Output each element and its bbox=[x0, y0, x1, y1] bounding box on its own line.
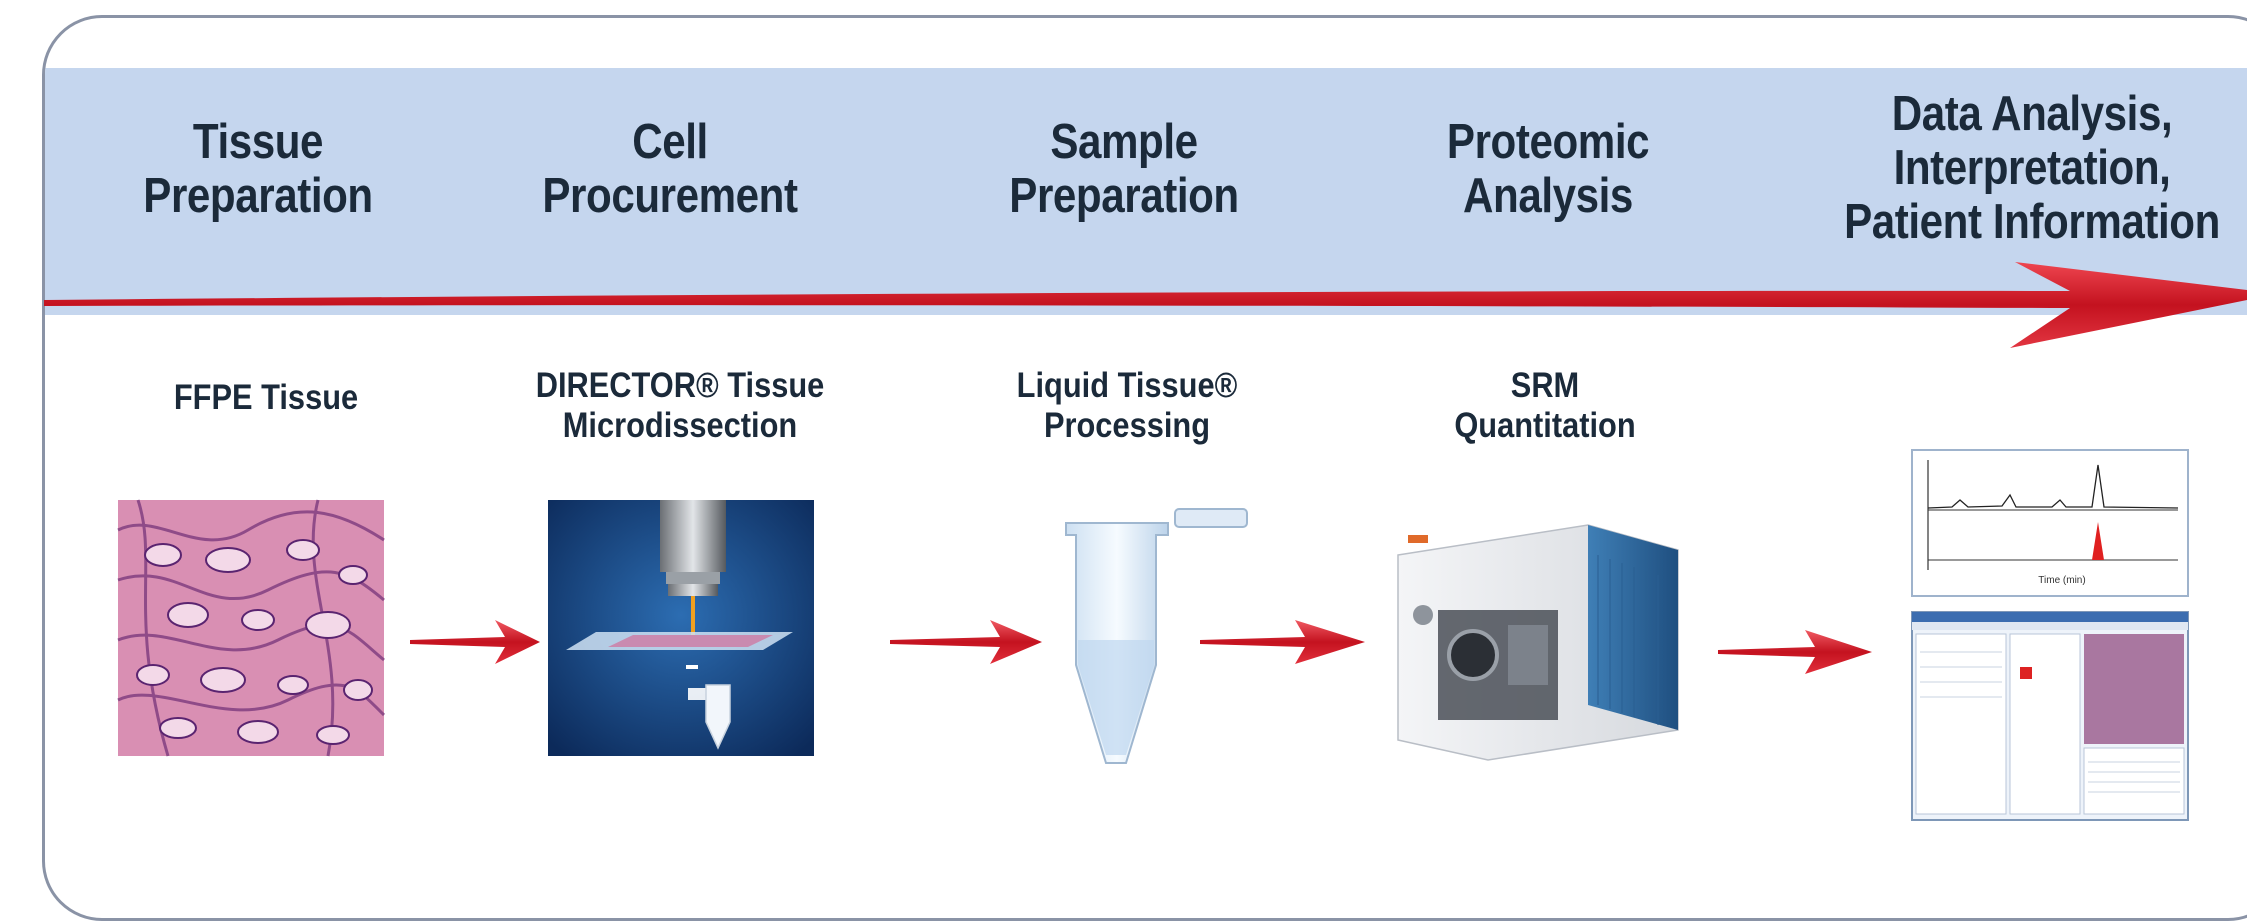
stage-line: Procurement bbox=[542, 169, 798, 223]
step-ffpe-tissue: FFPE Tissue bbox=[64, 378, 469, 418]
liquid-tissue-tube-image bbox=[1065, 508, 1248, 764]
stage-line: Analysis bbox=[1463, 169, 1633, 223]
chromatogram-panel: Time (min) bbox=[1911, 449, 2189, 597]
step-line: Liquid Tissue® bbox=[1016, 366, 1238, 405]
step-line: SRM bbox=[1510, 366, 1580, 405]
step-line: Microdissection bbox=[562, 406, 798, 445]
stage-proteomic-analysis: Proteomic Analysis bbox=[1367, 115, 1728, 223]
step-line: Quantitation bbox=[1454, 406, 1636, 445]
process-arrows bbox=[410, 620, 1872, 674]
software-screenshot-panel bbox=[1911, 611, 2189, 821]
stage-line: Tissue bbox=[192, 115, 324, 169]
stage-line: Preparation bbox=[1009, 169, 1239, 223]
stage-line: Patient Information bbox=[1844, 195, 2220, 249]
arrow-3 bbox=[1200, 620, 1365, 664]
chromatogram-xlabel: Time (min) bbox=[2038, 575, 2085, 586]
stage-header-band bbox=[45, 68, 2247, 315]
stage-line: Cell bbox=[632, 115, 708, 169]
arrow-4 bbox=[1718, 630, 1872, 674]
timeline-arrow bbox=[44, 262, 2247, 348]
stage-tissue-preparation: Tissue Preparation bbox=[77, 115, 438, 223]
mass-spectrometer-image bbox=[1397, 524, 1679, 761]
diagram-frame bbox=[42, 15, 2247, 921]
step-director-microdissection: DIRECTOR® Tissue Microdissection bbox=[478, 366, 883, 446]
stage-line: Data Analysis, bbox=[1891, 87, 2173, 141]
stage-sample-preparation: Sample Preparation bbox=[943, 115, 1304, 223]
step-line: Processing bbox=[1043, 406, 1211, 445]
step-line: FFPE Tissue bbox=[173, 378, 359, 417]
arrow-1 bbox=[410, 620, 540, 664]
stage-line: Preparation bbox=[143, 169, 373, 223]
ffpe-tissue-image bbox=[117, 499, 386, 757]
step-liquid-tissue-processing: Liquid Tissue® Processing bbox=[925, 366, 1330, 446]
stage-line: Interpretation, bbox=[1893, 141, 2171, 195]
stage-line: Proteomic bbox=[1446, 115, 1650, 169]
microdissection-image bbox=[548, 500, 814, 756]
stage-cell-procurement: Cell Procurement bbox=[489, 115, 850, 223]
stage-data-analysis: Data Analysis, Interpretation, Patient I… bbox=[1817, 87, 2247, 249]
arrow-2 bbox=[890, 620, 1042, 664]
stage-line: Sample bbox=[1050, 115, 1198, 169]
step-line: DIRECTOR® Tissue bbox=[535, 366, 825, 405]
step-srm-quantitation: SRM Quantitation bbox=[1343, 366, 1748, 446]
